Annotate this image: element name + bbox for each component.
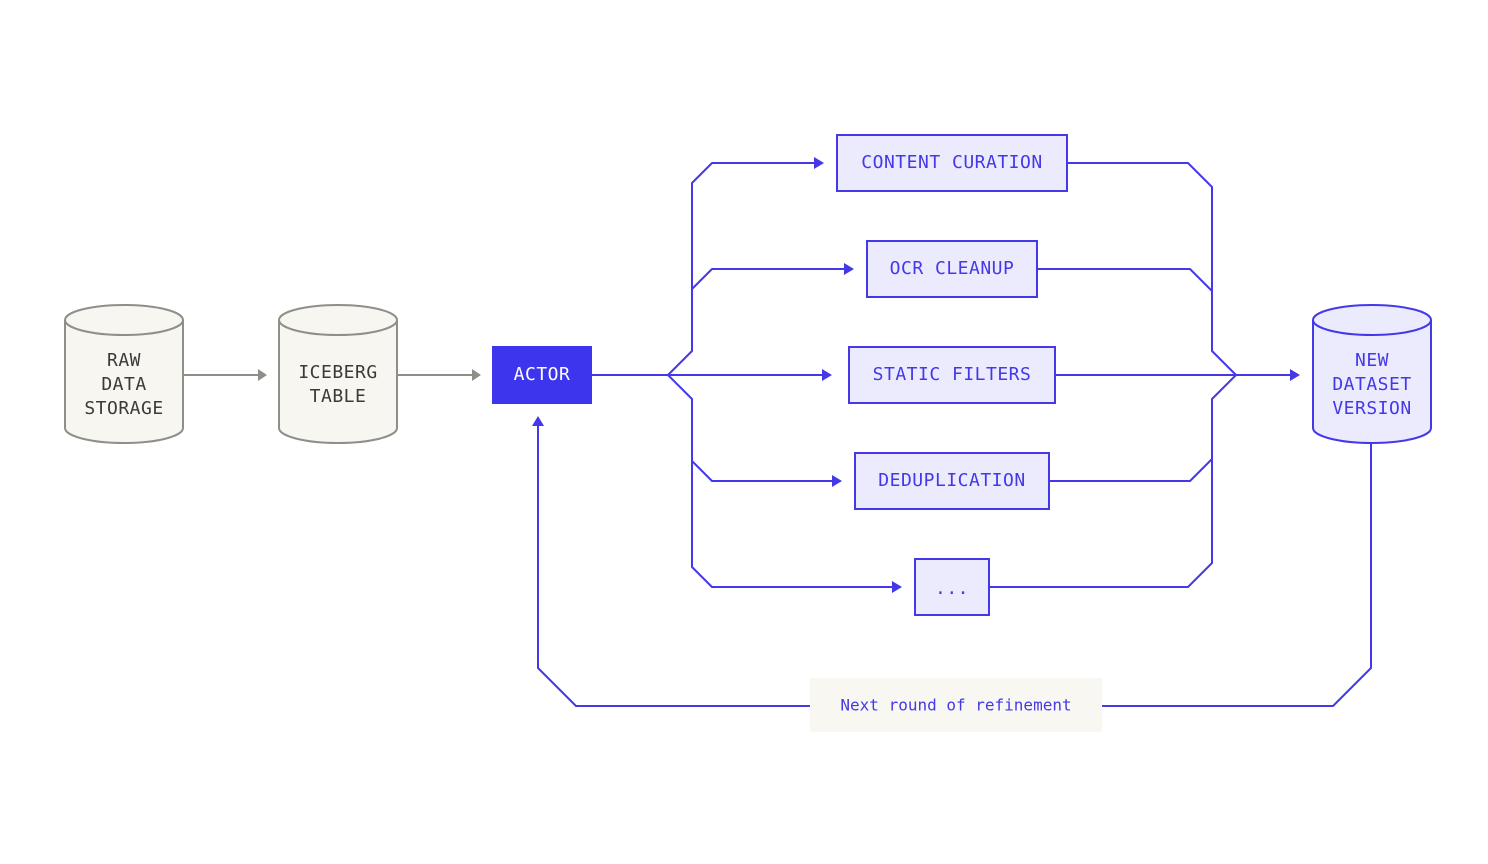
arrowhead-feedback-to-actor bbox=[532, 416, 544, 426]
iceberg-table-label-line-1: ICEBERG bbox=[298, 362, 377, 383]
line-from-deduplication bbox=[1049, 458, 1213, 482]
step-deduplication: DEDUPLICATION bbox=[854, 452, 1050, 510]
storage-connectors bbox=[183, 369, 481, 381]
raw-data-storage-label-line-1: RAW bbox=[107, 350, 141, 371]
step-more: ... bbox=[914, 558, 990, 616]
raw-data-storage-top bbox=[64, 304, 184, 336]
line-from-ocr-cleanup bbox=[1037, 268, 1213, 292]
iceberg-table-top bbox=[278, 304, 398, 336]
step-box-static-filters bbox=[848, 346, 1056, 404]
iceberg-table-cylinder: ICEBERG TABLE bbox=[278, 304, 398, 444]
new-dataset-version-label-line-3: VERSION bbox=[1332, 398, 1411, 419]
step-static-filters: STATIC FILTERS bbox=[848, 346, 1056, 404]
step-label-ocr-cleanup: OCR CLEANUP bbox=[890, 258, 1015, 279]
raw-data-storage-label-line-3: STORAGE bbox=[84, 398, 163, 419]
arrow-to-content-curation bbox=[667, 162, 814, 376]
step-label-more: ... bbox=[935, 578, 969, 599]
arrow-to-ocr-cleanup bbox=[691, 268, 844, 290]
arrowhead-content-curation bbox=[814, 157, 824, 169]
arrowhead-more-steps bbox=[892, 581, 902, 593]
step-box-deduplication bbox=[854, 452, 1050, 510]
fan-out-connectors bbox=[592, 157, 902, 593]
new-dataset-version-label-line-1: NEW bbox=[1355, 350, 1389, 371]
arrowhead-deduplication bbox=[832, 475, 842, 487]
fan-in-connectors bbox=[989, 162, 1300, 588]
trunk-lower-fan-out bbox=[667, 374, 892, 588]
new-dataset-version-top bbox=[1312, 304, 1432, 336]
arrow-to-deduplication bbox=[691, 460, 832, 482]
raw-data-storage-label-line-2: DATA bbox=[101, 374, 146, 395]
raw-data-storage-body bbox=[64, 320, 184, 444]
step-box-content-curation bbox=[836, 134, 1068, 192]
step-label-deduplication: DEDUPLICATION bbox=[878, 470, 1025, 491]
arrowhead-ocr-cleanup bbox=[844, 263, 854, 275]
step-label-static-filters: STATIC FILTERS bbox=[873, 364, 1032, 385]
raw-data-storage-cylinder: RAW DATA STORAGE bbox=[64, 304, 184, 444]
arrowhead-new-dataset bbox=[1290, 369, 1300, 381]
actor-node: ACTOR bbox=[492, 346, 592, 404]
line-from-more-steps bbox=[989, 374, 1237, 588]
step-box-ocr-cleanup bbox=[866, 240, 1038, 298]
step-ocr-cleanup: OCR CLEANUP bbox=[866, 240, 1038, 298]
new-dataset-version-cylinder: NEW DATASET VERSION bbox=[1312, 304, 1432, 444]
arrowhead-raw-to-iceberg bbox=[258, 369, 267, 381]
iceberg-table-label-line-2: TABLE bbox=[310, 386, 367, 407]
iceberg-table-body bbox=[278, 320, 398, 444]
feedback-label-box bbox=[810, 678, 1102, 732]
step-content-curation: CONTENT CURATION bbox=[836, 134, 1068, 192]
step-box-more bbox=[914, 558, 990, 616]
arrowhead-iceberg-to-actor bbox=[472, 369, 481, 381]
actor-box bbox=[492, 346, 592, 404]
arrowhead-static-filters bbox=[822, 369, 832, 381]
actor-label: ACTOR bbox=[514, 364, 571, 385]
new-dataset-version-body bbox=[1312, 320, 1432, 444]
new-dataset-version-label-line-2: DATASET bbox=[1332, 374, 1411, 395]
feedback-loop: Next round of refinement bbox=[532, 416, 1372, 732]
step-label-content-curation: CONTENT CURATION bbox=[861, 152, 1042, 173]
line-from-content-curation bbox=[1067, 162, 1237, 376]
feedback-label: Next round of refinement bbox=[840, 696, 1071, 715]
